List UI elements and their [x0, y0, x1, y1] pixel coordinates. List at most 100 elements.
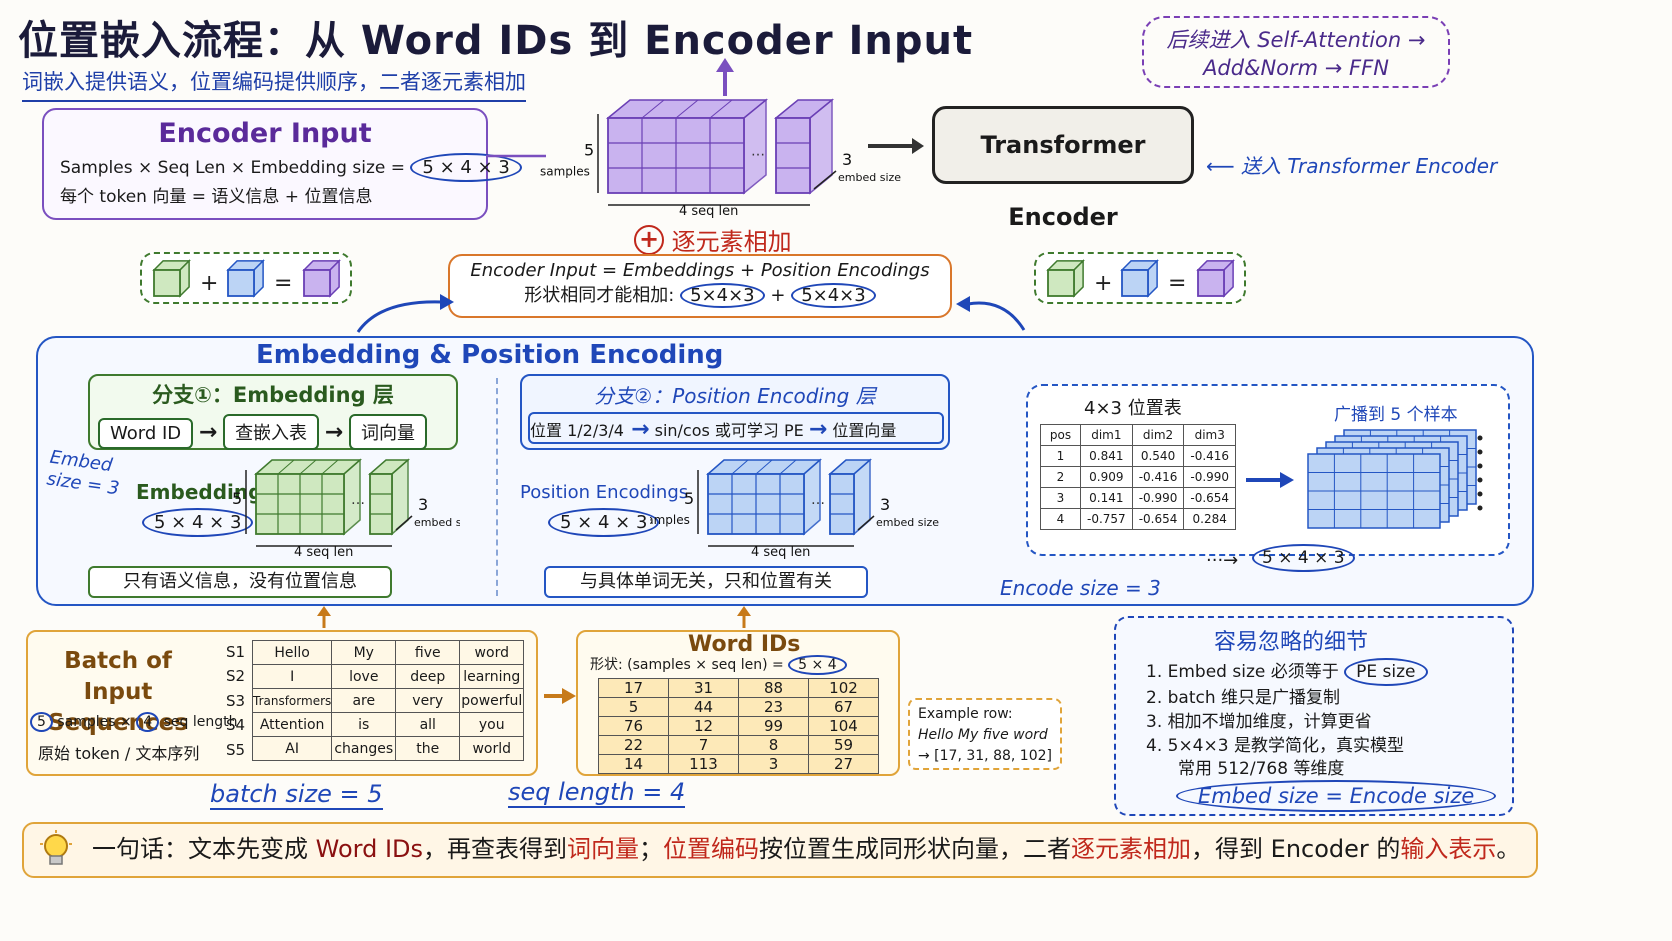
curve-arrow-right	[956, 296, 1026, 331]
word-ids-shape-prefix: 形状: (samples × seq len) =	[590, 657, 784, 673]
details-item: 1. Embed size 必须等于 PE size	[1146, 658, 1428, 686]
branch1-title: 分支①：Embedding 层	[152, 383, 394, 407]
broadcast-layer	[1307, 453, 1441, 529]
pe-note: 与具体单词无关，只和位置有关	[580, 571, 832, 592]
batch-cell: love	[331, 664, 397, 689]
arrow-right-icon: →	[198, 420, 218, 445]
pos-table-cell: 0.540	[1131, 445, 1185, 467]
page-subtitle: 词嵌入提供语义，位置编码提供顺序，二者逐元素相加	[22, 66, 526, 102]
cube-plus: +	[200, 271, 218, 296]
example-box: Example row: Hello My five word → [17, 3…	[908, 698, 1062, 770]
word-id-cell: 99	[738, 716, 809, 736]
details-item-text: batch 维只是广播复制	[1167, 688, 1341, 708]
broadcast-arrow	[1246, 472, 1294, 488]
batch-size-note: batch size = 5	[210, 780, 383, 810]
embeddings-note-box: 只有语义信息，没有位置信息	[88, 566, 392, 598]
cube-equation-left: +=	[140, 252, 352, 304]
purple-cube-icon	[302, 259, 341, 298]
formula-shape-b: 5×4×3	[791, 283, 876, 308]
summary-bar	[22, 822, 1538, 878]
green-cube-icon	[152, 259, 191, 298]
top-tensor-ellipsis: …	[751, 144, 765, 160]
blue-tensor-embed-label: embed size	[876, 516, 939, 529]
pos-table-cell: -0.416	[1183, 445, 1237, 467]
formula-plus: +	[770, 285, 786, 306]
green-tensor-embed-num: 3	[418, 495, 428, 514]
cube-equation-left-svg: +=	[152, 259, 341, 298]
cube-equals: =	[1168, 271, 1186, 296]
arrow-batch-to-ids	[544, 688, 576, 704]
elementwise-add: + 逐元素相加	[634, 222, 792, 257]
ellipsis-dot	[1477, 463, 1483, 469]
batch-cell: the	[395, 736, 461, 761]
batch-cell: deep	[395, 664, 461, 689]
section-divider	[496, 378, 498, 596]
next-step-note: 后续进入 Self-Attention → Add&Norm → FFN	[1142, 16, 1450, 88]
batch-cell: powerful	[459, 688, 525, 713]
batch-row-label: S3	[226, 691, 246, 710]
summary-part: Word IDs	[315, 835, 424, 863]
example-words: Hello My five word	[918, 727, 1048, 743]
green-tensor-block-last	[368, 458, 410, 536]
cube-equation-right-svg: +=	[1046, 259, 1235, 298]
word-id-cell: 113	[668, 754, 739, 774]
batch-cell: Attention	[251, 712, 333, 737]
pe-note-box: 与具体单词无关，只和位置有关	[544, 566, 868, 598]
top-tensor-seq-label: 4 seq len	[679, 204, 738, 219]
word-id-cell: 104	[808, 716, 879, 736]
pos-table-cell: 0.841	[1080, 445, 1133, 467]
details-item-num: 2.	[1146, 688, 1168, 708]
broadcast-arrow-small: ···→	[1206, 550, 1239, 571]
summary-part: 。	[1496, 835, 1521, 863]
up-arrow-batch	[317, 606, 331, 628]
blue-tensor-embed-num: 3	[880, 495, 890, 514]
top-tensor-samples-label: samples	[540, 165, 590, 179]
word-id-cell: 3	[738, 754, 809, 774]
branch2-step-position: 位置 1/2/3/4	[530, 421, 624, 440]
encoder-input-meaning: 每个 token 向量 = 语义信息 + 位置信息	[60, 187, 373, 207]
pe-label: Position Encodings	[520, 482, 689, 503]
details-item-num: 1.	[1146, 662, 1168, 682]
transformer-encoder-label: Transformer Encoder	[980, 131, 1146, 231]
word-id-cell: 14	[598, 754, 669, 774]
details-item-oval: PE size	[1344, 658, 1428, 686]
details-item-text: 5×4×3 是教学简化，真实模型	[1167, 736, 1404, 756]
batch-cell: changes	[331, 736, 397, 761]
ellipsis-dot	[1477, 449, 1483, 455]
details-equation: Embed size = Encode size	[1176, 780, 1497, 812]
word-id-cell: 59	[808, 735, 879, 755]
ellipsis-dot	[1477, 477, 1483, 483]
green-tensor-embed-bracket	[395, 515, 413, 531]
pos-table-cell: -0.654	[1131, 508, 1185, 530]
summary-part: ；	[639, 835, 664, 863]
encoder-input-shape-line: Samples × Seq Len × Embedding size =	[60, 158, 405, 178]
next-step-line1: 后续进入 Self-Attention →	[1166, 28, 1426, 52]
batch-title-line1: Batch of Input	[64, 648, 172, 705]
elementwise-add-label: 逐元素相加	[671, 228, 792, 256]
green-cube-icon	[1046, 259, 1085, 298]
batch-row-label: S5	[226, 740, 246, 759]
batch-samples-num: 5	[30, 712, 53, 732]
batch-cell: very	[395, 688, 461, 713]
pos-table-cell: 4	[1040, 508, 1081, 530]
pos-table-header: dim3	[1183, 424, 1237, 446]
word-id-cell: 5	[598, 697, 669, 717]
formula-line1: Encoder Input = Embeddings + Position En…	[470, 260, 930, 281]
batch-cell: Transformers	[251, 688, 333, 713]
page-title: 位置嵌入流程：从 Word IDs 到 Encoder Input	[18, 18, 974, 64]
word-id-cell: 76	[598, 716, 669, 736]
transformer-encoder-box: Transformer Encoder	[932, 106, 1194, 231]
next-step-line2: Add&Norm → FFN	[1203, 56, 1389, 80]
arrow-right-icon: →	[631, 417, 650, 442]
